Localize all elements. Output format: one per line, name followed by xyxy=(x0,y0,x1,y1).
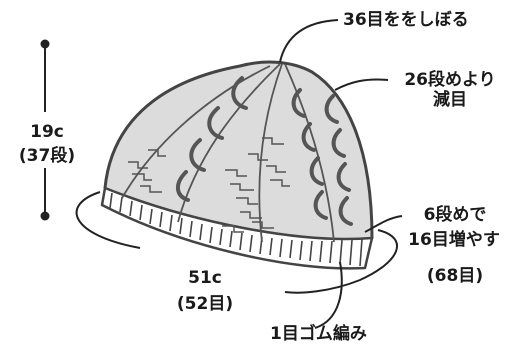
ribbing-ticks xyxy=(109,192,363,267)
leader-lines xyxy=(279,19,403,329)
cable-pattern xyxy=(176,76,353,226)
ribbing-label: 1目ゴム編み xyxy=(270,324,367,344)
width-arc-right xyxy=(284,229,398,294)
crown-decrease-label-line2: 減目 xyxy=(433,90,467,110)
crown-decrease-label-line1: 26段めより xyxy=(404,70,496,90)
texture-marks xyxy=(128,137,290,233)
increase-label-line1: 6段めで xyxy=(423,205,487,225)
ribbing-band xyxy=(100,186,374,270)
height-dimension xyxy=(40,39,50,221)
increase-label-line3: (68目) xyxy=(426,266,484,286)
height-cm-label: 19c xyxy=(30,122,64,142)
width-cm-label: 51c xyxy=(188,268,222,288)
top-decrease-label: 36目ををしぼる xyxy=(343,10,469,30)
increase-label-line2: 16目増やす xyxy=(408,230,500,250)
width-stitches-label: (52目) xyxy=(176,294,234,314)
width-arc-left xyxy=(75,191,141,249)
height-rows-label: (37段) xyxy=(18,146,76,166)
